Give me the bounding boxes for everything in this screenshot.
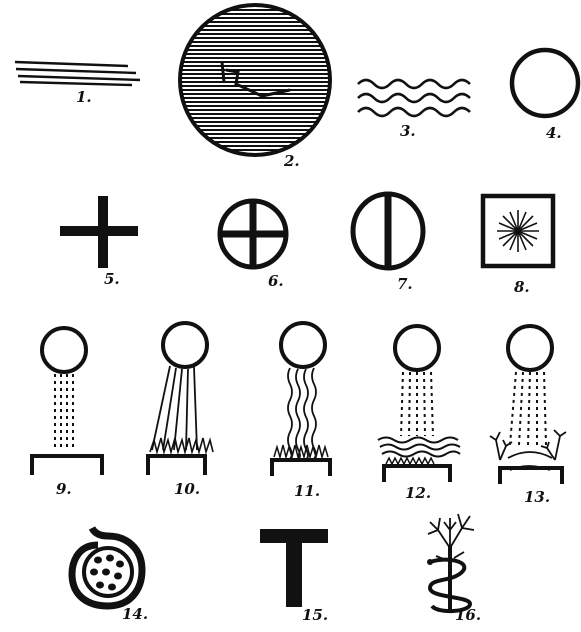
circle-cross-icon — [220, 201, 286, 267]
figure-number-1: 1. — [76, 88, 92, 106]
figure-number-16: 16. — [455, 606, 481, 624]
figure-number-4: 4. — [546, 124, 562, 142]
figure-number-12: 12. — [405, 484, 431, 502]
figure-number-5: 5. — [104, 270, 120, 288]
tau-icon — [260, 529, 328, 607]
figure-number-15: 15. — [302, 606, 328, 624]
hatched-disc-icon — [180, 5, 330, 155]
sun-rain-field-icon — [378, 326, 460, 482]
circle-icon — [512, 50, 578, 116]
figure-number-3: 3. — [400, 122, 416, 140]
figure-number-6: 6. — [268, 272, 284, 290]
spiral-dots-icon — [72, 528, 142, 606]
cross-icon — [60, 196, 138, 268]
sun-rays-grass-icon — [148, 323, 213, 475]
figure-number-13: 13. — [524, 488, 550, 506]
figure-number-14: 14. — [122, 605, 148, 623]
wavy-lines-icon — [358, 80, 470, 116]
circle-bar-icon — [353, 194, 423, 268]
square-star-icon — [483, 196, 553, 266]
figure-number-11: 11. — [294, 482, 320, 500]
figure-number-8: 8. — [514, 278, 530, 296]
sun-rain-table-icon — [32, 328, 102, 475]
sun-rain-plants-icon — [490, 326, 566, 484]
sun-wavy-rays-grass-icon — [272, 323, 330, 476]
parallel-lines-icon — [15, 62, 140, 85]
figure-number-9: 9. — [56, 480, 72, 498]
figure-number-7: 7. — [397, 275, 413, 293]
figure-number-10: 10. — [174, 480, 200, 498]
serpent-staff-icon — [427, 514, 474, 611]
figure-number-2: 2. — [284, 152, 300, 170]
